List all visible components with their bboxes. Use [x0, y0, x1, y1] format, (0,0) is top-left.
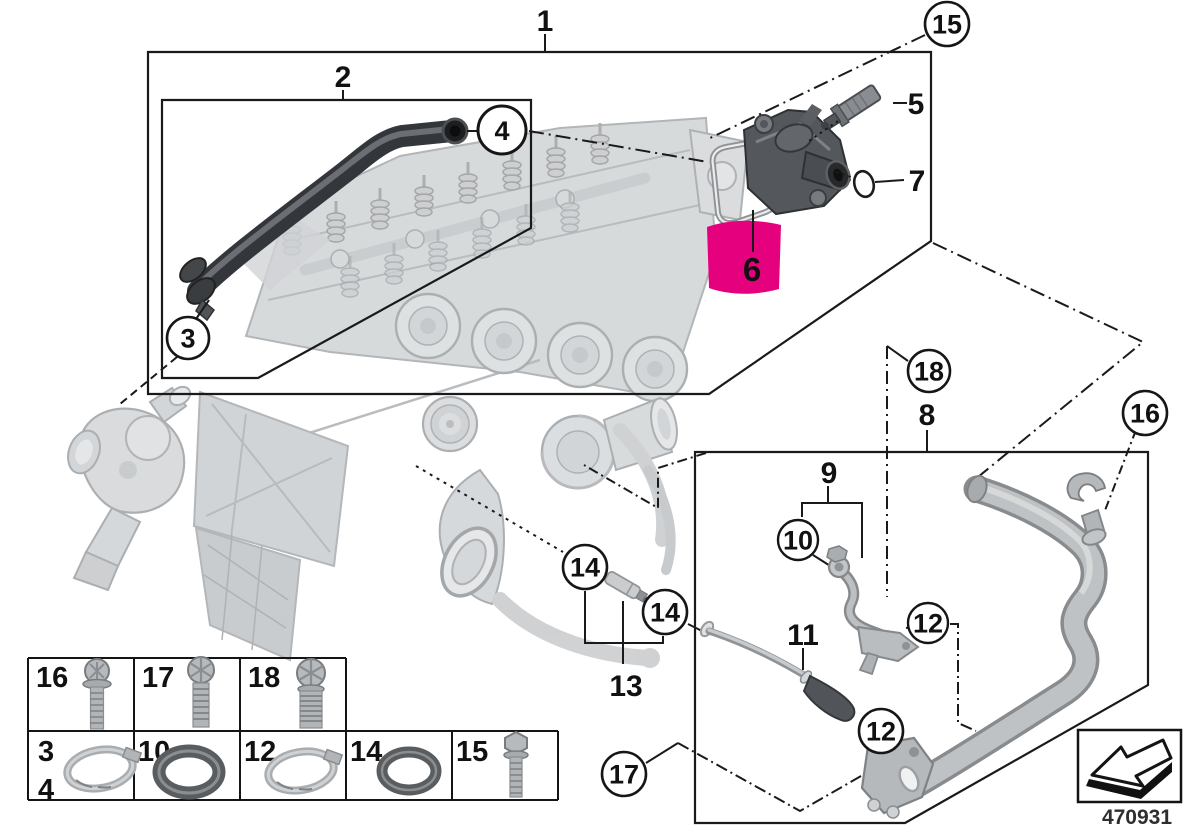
torx-bolt-icon — [187, 656, 215, 728]
callout-4[interactable]: 4 — [476, 104, 528, 156]
legend-cell-17[interactable]: 17 — [142, 656, 215, 728]
coolant-flange-housing — [742, 104, 852, 216]
label-9[interactable]: 9 — [821, 457, 838, 490]
svg-text:4: 4 — [38, 774, 54, 806]
svg-text:16: 16 — [36, 662, 68, 694]
svg-text:14: 14 — [570, 553, 600, 583]
svg-text:14: 14 — [650, 598, 680, 628]
callout-14a[interactable]: 14 — [561, 543, 609, 591]
svg-text:12: 12 — [866, 717, 896, 747]
svg-text:17: 17 — [142, 662, 174, 694]
rubber-elbow — [802, 674, 856, 722]
svg-text:3: 3 — [180, 324, 195, 354]
turbocharger — [540, 396, 678, 490]
flange-bolt-icon — [82, 658, 112, 730]
direction-arrow-icon — [1086, 738, 1173, 799]
hex-flange-bolt-icon — [503, 730, 529, 798]
svg-text:4: 4 — [494, 116, 509, 146]
callout-16[interactable]: 16 — [1121, 389, 1169, 437]
callout-18[interactable]: 18 — [906, 348, 952, 394]
vent-pipe-part2 — [179, 117, 469, 322]
callout-12b[interactable]: 12 — [857, 707, 905, 755]
drawing-number: 470931 — [1102, 806, 1172, 829]
torx-bolt-large-icon — [296, 658, 326, 729]
o-ring-icon — [152, 744, 226, 800]
svg-text:16: 16 — [1130, 399, 1160, 429]
legend-cell-12[interactable]: 12 — [244, 736, 344, 795]
pulley — [421, 395, 479, 453]
highlighted-part-marker[interactable]: 6 — [707, 210, 781, 294]
svg-text:18: 18 — [914, 357, 944, 387]
intake-ports — [394, 292, 689, 403]
vent-line-part11 — [699, 620, 856, 722]
legend-cell-15[interactable]: 15 — [456, 730, 529, 798]
svg-text:3: 3 — [38, 736, 54, 768]
highlighted-part-number[interactable]: 6 — [743, 251, 761, 288]
label-8[interactable]: 8 — [919, 399, 936, 432]
group-box-8 — [693, 450, 1150, 825]
label-7[interactable]: 7 — [909, 165, 926, 198]
label-2[interactable]: 2 — [335, 61, 352, 94]
label-13[interactable]: 13 — [609, 670, 642, 703]
leader-lines — [119, 34, 1145, 813]
hose-clamp-icon — [63, 745, 143, 793]
svg-text:15: 15 — [456, 736, 488, 768]
hose-fitting-part16 — [1066, 472, 1107, 546]
temperature-sensor-part5 — [820, 84, 882, 130]
label-1[interactable]: 1 — [537, 5, 554, 38]
svg-text:14: 14 — [350, 736, 382, 768]
plain-labels: 1 2 5 7 8 9 11 13 — [335, 5, 936, 703]
legend-cell-3-4[interactable]: 3 4 — [38, 736, 143, 806]
coolant-pipe-assembly — [604, 472, 1108, 819]
label-5[interactable]: 5 — [908, 88, 925, 121]
svg-text:18: 18 — [248, 662, 280, 694]
svg-text:17: 17 — [609, 760, 639, 790]
engine-ghost-illustration — [192, 116, 750, 668]
callout-17[interactable]: 17 — [600, 750, 648, 798]
banjo-hose-part10 — [826, 545, 920, 676]
label-11[interactable]: 11 — [787, 619, 819, 652]
callout-12a[interactable]: 12 — [906, 601, 950, 645]
hose-clamp-icon — [264, 747, 344, 795]
o-ring-part7 — [852, 169, 876, 199]
highlight-box[interactable] — [707, 220, 781, 294]
legend-cell-10[interactable]: 10 — [138, 736, 226, 800]
svg-text:15: 15 — [932, 10, 962, 40]
callout-15[interactable]: 15 — [923, 0, 971, 48]
group-box-1 — [146, 50, 933, 396]
svg-text:10: 10 — [783, 526, 813, 556]
group-box-2 — [160, 98, 533, 380]
legend-cell-16[interactable]: 16 — [36, 658, 112, 730]
svg-text:12: 12 — [913, 609, 943, 639]
thermostat-ghost — [67, 385, 192, 592]
callouts: 3 4 15 18 16 10 12 14 14 12 17 — [165, 0, 1169, 798]
legend-cell-18[interactable]: 18 — [248, 658, 326, 729]
fastener-legend-table: 16 17 18 — [27, 656, 559, 806]
legend-cell-14[interactable]: 14 — [350, 736, 442, 796]
pipe-clamp — [179, 257, 207, 283]
pipe-flange — [860, 736, 935, 819]
direction-arrow-box[interactable] — [1076, 728, 1183, 804]
o-ring-small-icon — [376, 746, 442, 796]
callout-14b[interactable]: 14 — [641, 588, 689, 636]
callout-10[interactable]: 10 — [776, 518, 820, 562]
callout-3[interactable]: 3 — [165, 315, 211, 361]
